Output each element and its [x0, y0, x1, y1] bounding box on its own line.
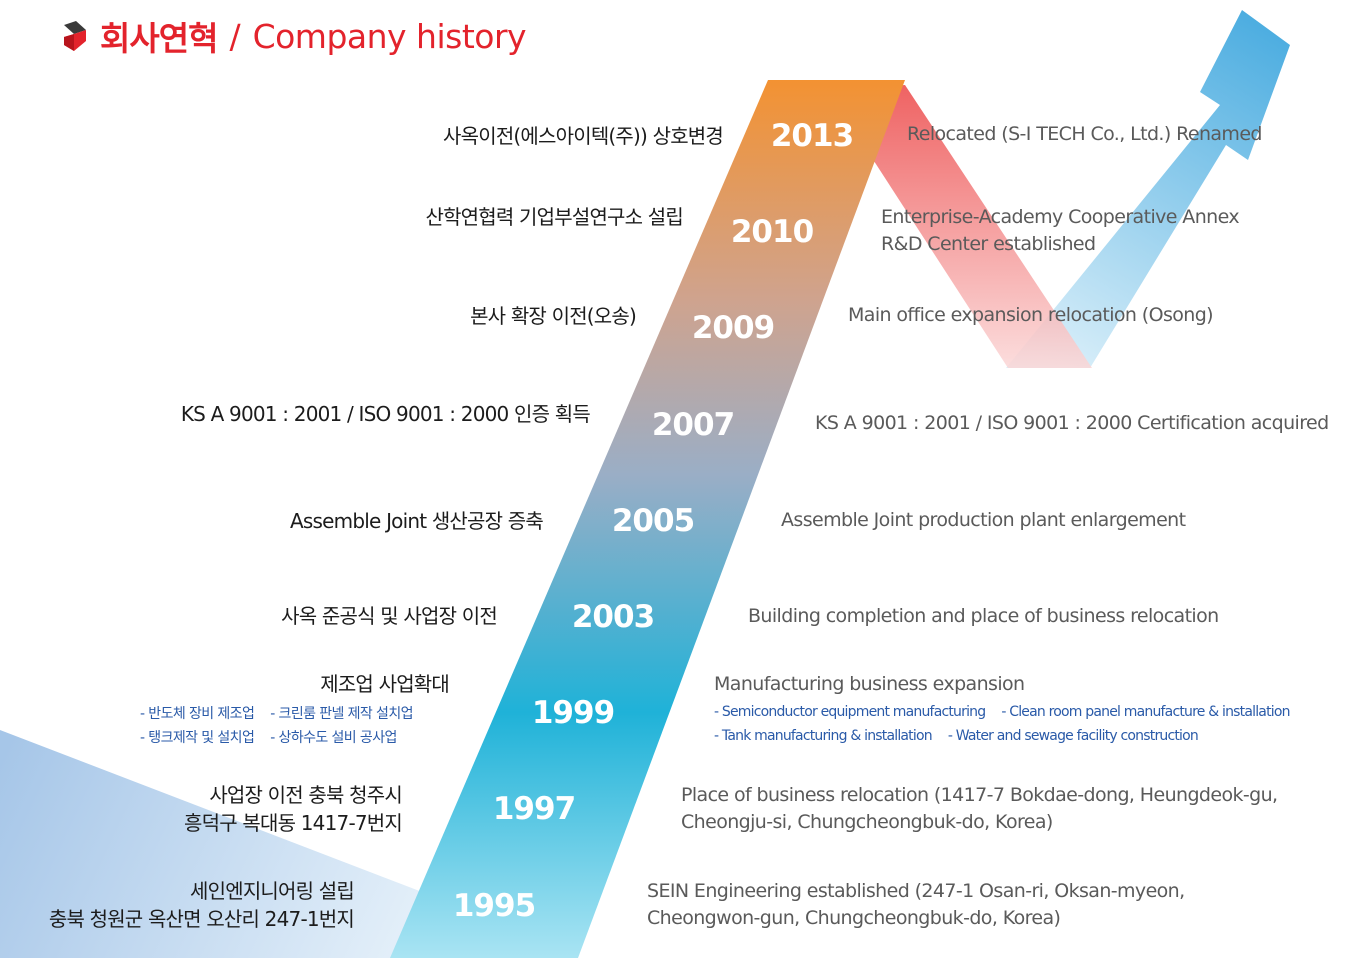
korean-description-line: 산학연협력 기업부설연구소 설립: [425, 205, 683, 229]
korean-description-line: 사업장 이전 충북 청주시: [209, 783, 402, 807]
korean-description: 사옥이전(에스아이텍(주)) 상호변경: [443, 122, 724, 150]
year-label: 2003: [571, 599, 655, 635]
english-description-line: Building completion and place of busines…: [748, 605, 1219, 627]
english-description-line: SEIN Engineering established (247-1 Osan…: [647, 880, 1185, 902]
english-description: SEIN Engineering established (247-1 Osan…: [647, 878, 1185, 932]
korean-description-line: KS A 9001 : 2001 / ISO 9001 : 2000 인증 획득: [180, 402, 591, 426]
year-label: 2013: [770, 118, 854, 154]
korean-description-line: 사옥 준공식 및 사업장 이전: [281, 604, 498, 628]
korean-description-line: 사옥이전(에스아이텍(주)) 상호변경: [443, 124, 724, 148]
korean-description-line: Assemble Joint 생산공장 증축: [290, 509, 544, 533]
korean-description-line: 본사 확장 이전(오송): [470, 304, 637, 328]
year-label: 1999: [531, 695, 615, 731]
english-sub-items: - Semiconductor equipment manufacturing-…: [714, 700, 1291, 748]
logo-icon: [64, 21, 86, 51]
year-label: 1995: [452, 888, 536, 924]
english-description-line: Enterprise-Academy Cooperative Annex: [881, 206, 1240, 228]
korean-description: 사옥 준공식 및 사업장 이전: [281, 602, 498, 630]
english-sub-item: - Clean room panel manufacture & install…: [1001, 704, 1290, 720]
korean-description-line: 제조업 사업확대: [320, 672, 450, 696]
english-description-line: Main office expansion relocation (Osong): [848, 304, 1214, 326]
korean-sub-item: - 크린룸 판넬 제작 설치업: [270, 706, 413, 722]
english-description-line: Cheongju-si, Chungcheongbuk-do, Korea): [681, 811, 1053, 833]
year-label: 2005: [611, 503, 695, 539]
english-description: Assemble Joint production plant enlargem…: [781, 507, 1186, 534]
english-description: Relocated (S-I TECH Co., Ltd.) Renamed: [907, 121, 1262, 148]
korean-sub-item: - 상하수도 설비 공사업: [270, 730, 397, 746]
english-description-line: Manufacturing business expansion: [714, 673, 1025, 695]
title-english: Company history: [252, 16, 527, 56]
english-description-line: Cheongwon-gun, Chungcheongbuk-do, Korea): [647, 907, 1061, 929]
english-description: Manufacturing business expansion: [714, 671, 1025, 698]
korean-description-line: 충북 청원군 옥산면 오산리 247-1번지: [48, 907, 355, 931]
year-label: 2009: [691, 310, 775, 346]
korean-description: 제조업 사업확대: [320, 670, 450, 698]
year-label: 1997: [492, 791, 576, 827]
korean-description: KS A 9001 : 2001 / ISO 9001 : 2000 인증 획득: [180, 400, 591, 428]
english-sub-item: - Water and sewage facility construction: [947, 728, 1199, 744]
english-sub-item: - Tank manufacturing & installation: [714, 728, 933, 744]
english-sub-row: - Semiconductor equipment manufacturing-…: [714, 700, 1291, 724]
korean-description-line: 흥덕구 복대동 1417-7번지: [184, 811, 403, 835]
english-description-line: Relocated (S-I TECH Co., Ltd.) Renamed: [907, 123, 1262, 145]
korean-sub-items: - 반도체 장비 제조업- 크린룸 판넬 제작 설치업- 탱크제작 및 설치업-…: [140, 702, 414, 750]
korean-sub-row: - 탱크제작 및 설치업 - 상하수도 설비 공사업: [140, 726, 413, 750]
korean-sub-item: - 탱크제작 및 설치업: [140, 730, 255, 746]
korean-description: 산학연협력 기업부설연구소 설립: [425, 203, 683, 231]
korean-sub-row: - 반도체 장비 제조업 - 크린룸 판넬 제작 설치업: [140, 702, 414, 726]
english-description: Place of business relocation (1417-7 Bok…: [681, 782, 1278, 836]
year-label: 2010: [730, 214, 814, 250]
english-description-line: KS A 9001 : 2001 / ISO 9001 : 2000 Certi…: [815, 412, 1329, 434]
english-description-line: Place of business relocation (1417-7 Bok…: [681, 784, 1278, 806]
english-description-line: Assemble Joint production plant enlargem…: [781, 509, 1186, 531]
english-description: KS A 9001 : 2001 / ISO 9001 : 2000 Certi…: [815, 410, 1329, 437]
english-sub-row: - Tank manufacturing & installation - Wat…: [714, 724, 1290, 748]
english-sub-item: - Semiconductor equipment manufacturing: [714, 704, 986, 720]
english-description-line: R&D Center established: [881, 233, 1096, 255]
title-korean: 회사연혁: [100, 19, 218, 58]
english-description: Building completion and place of busines…: [748, 603, 1219, 630]
main-timeline-band: [390, 80, 905, 958]
korean-sub-item: - 반도체 장비 제조업: [140, 706, 255, 722]
page-title: 회사연혁 / Company history: [62, 14, 527, 58]
left-light-ribbon: [0, 730, 430, 958]
korean-description: Assemble Joint 생산공장 증축: [290, 507, 544, 535]
title-separator: /: [229, 16, 241, 56]
korean-description: 본사 확장 이전(오송): [470, 302, 637, 330]
korean-description-line: 세인엔지니어링 설립: [190, 879, 355, 903]
blue-rising-arrow: [1006, 10, 1290, 368]
red-descending-ribbon: [828, 85, 1092, 368]
year-label: 2007: [651, 407, 735, 443]
english-description: Main office expansion relocation (Osong): [848, 302, 1214, 329]
